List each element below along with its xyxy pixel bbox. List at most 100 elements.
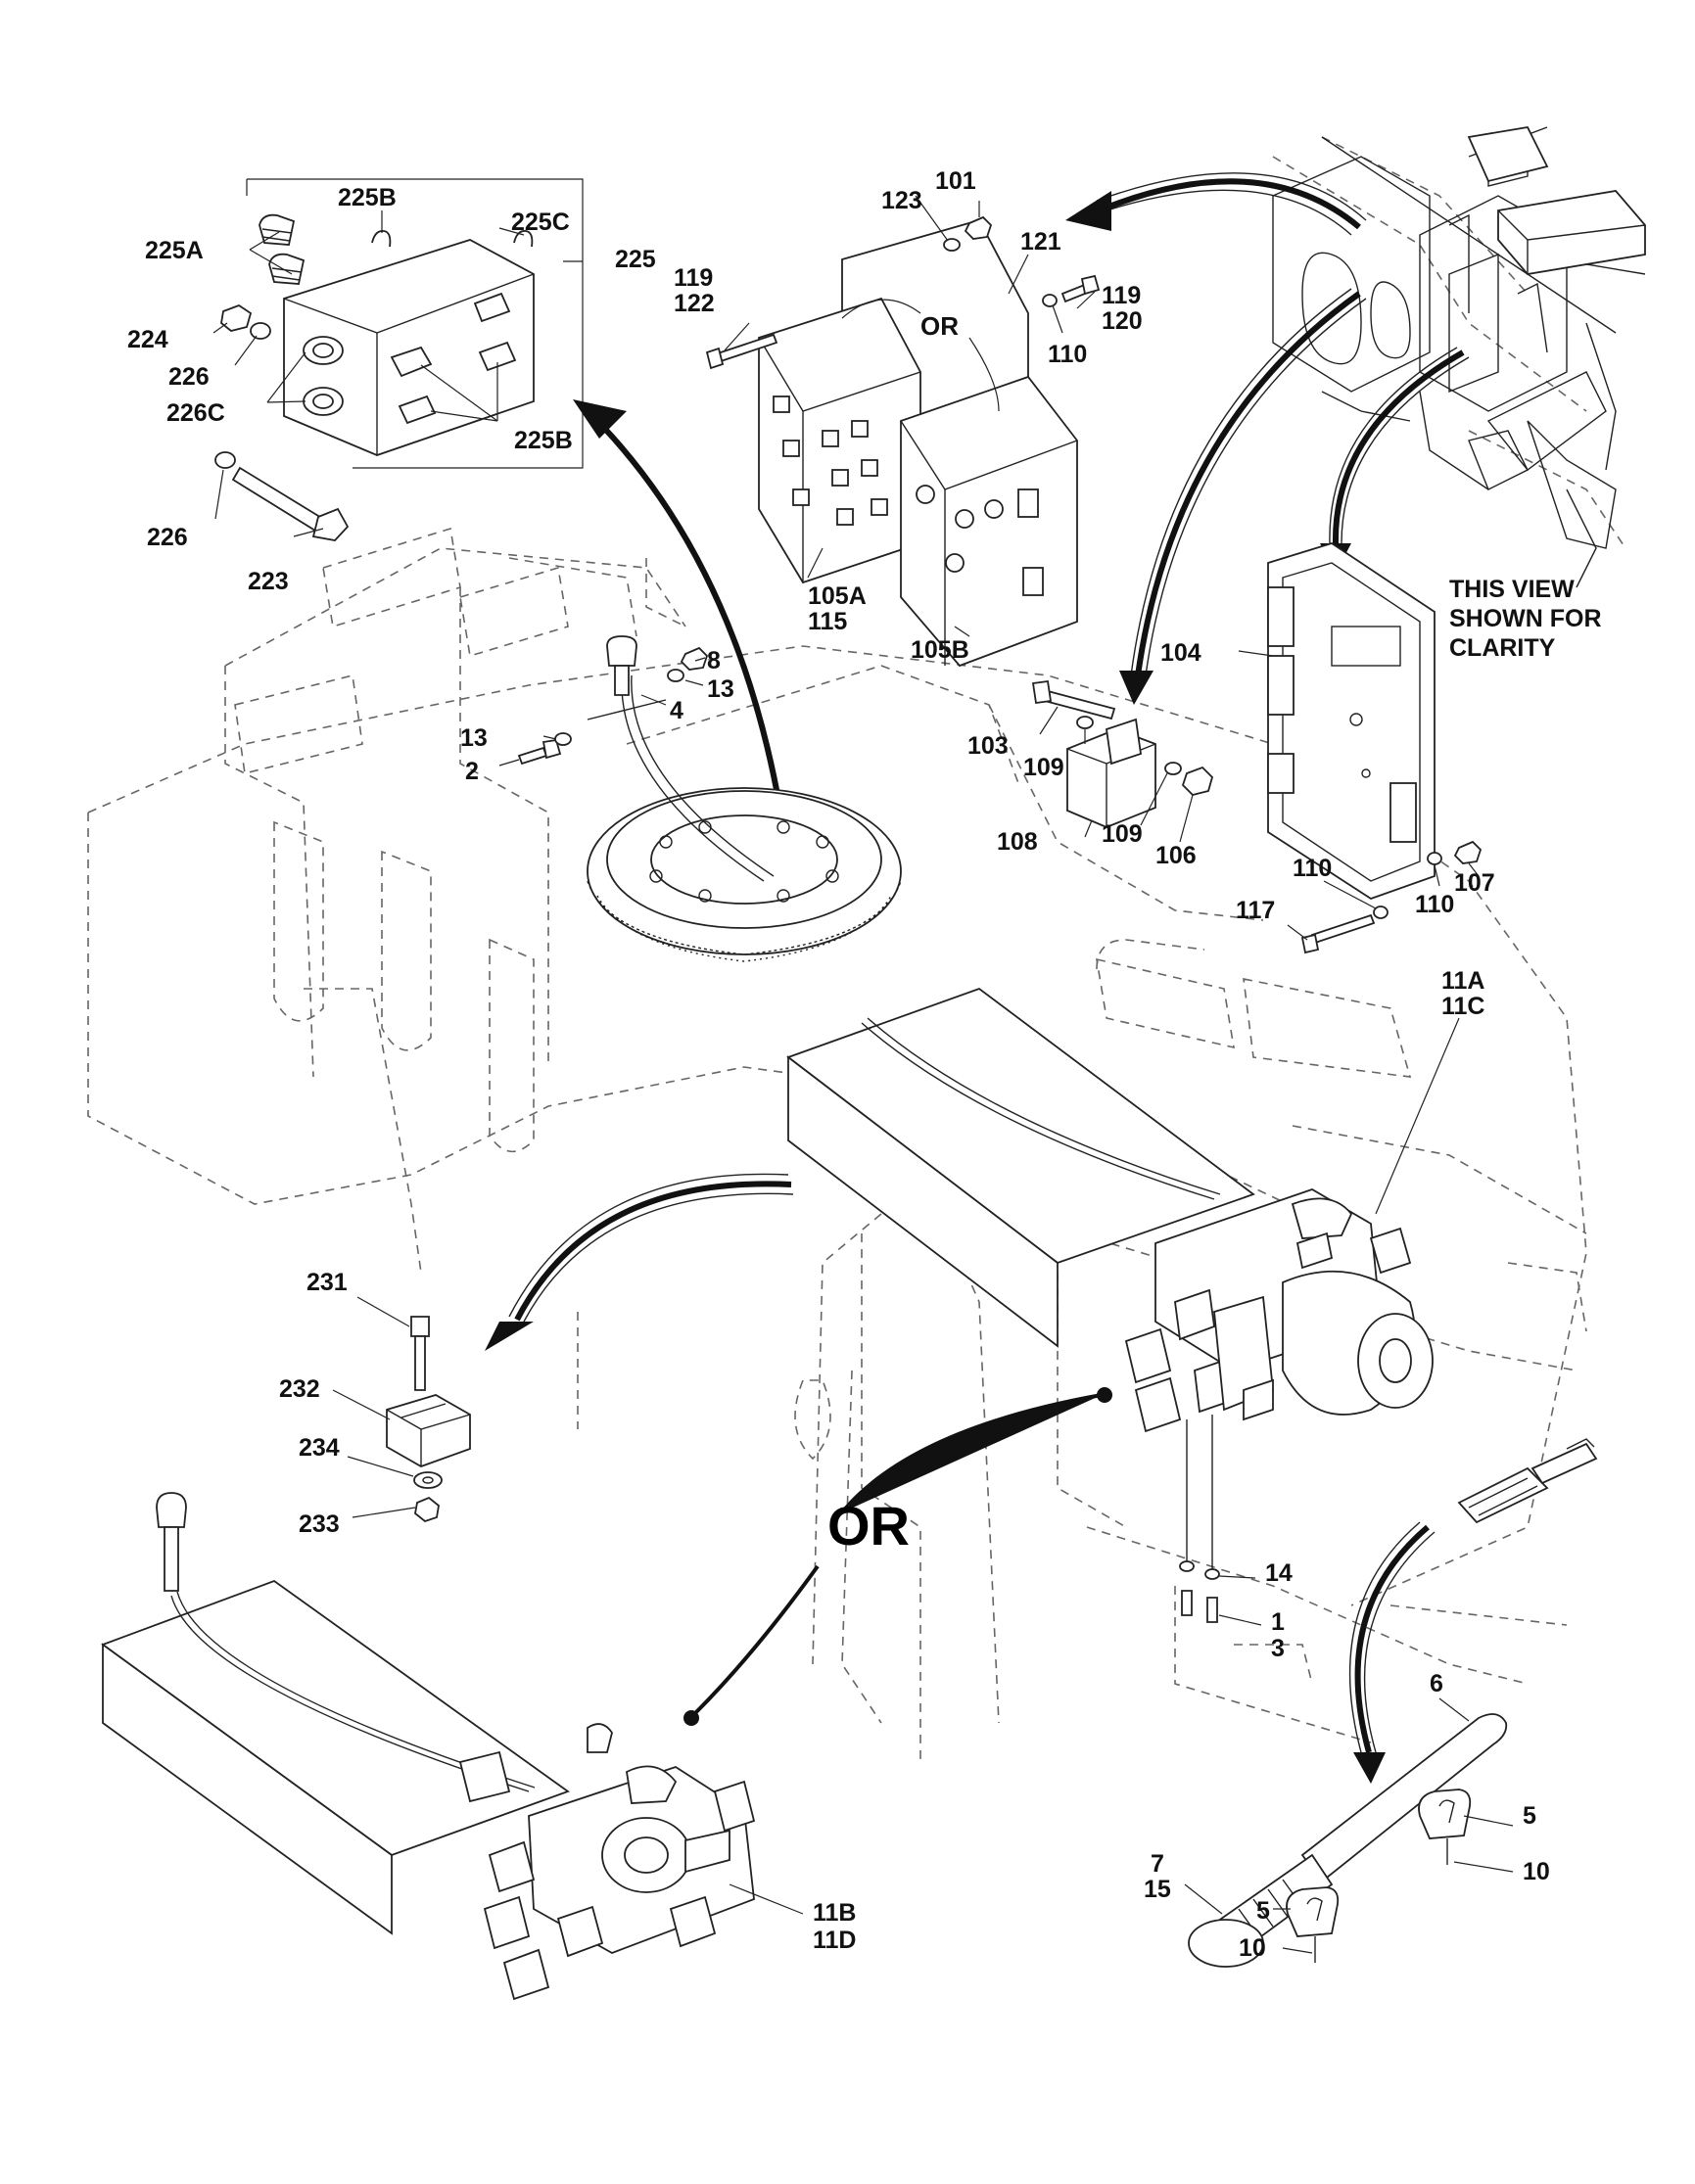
clip-5-upper — [1418, 1789, 1472, 1865]
leaders-225 — [212, 210, 583, 537]
leaders-11B — [729, 1883, 804, 1915]
callout-232: 232 — [279, 1375, 320, 1403]
callout-11C: 11C — [1441, 993, 1484, 1020]
callout-123: 123 — [881, 187, 922, 214]
callout-225A: 225A — [145, 237, 204, 264]
bolt-223 — [231, 466, 350, 541]
callout-105A: 105A — [808, 582, 867, 610]
callout-10-lower: 10 — [1239, 1934, 1266, 1962]
callout-225C: 225C — [511, 209, 570, 236]
callout-121: 121 — [1020, 228, 1061, 256]
swivel-hose — [621, 674, 775, 882]
vent-fitting-4 — [587, 635, 667, 720]
callout-6: 6 — [1430, 1670, 1443, 1697]
callout-109-left: 109 — [1023, 754, 1064, 781]
leaders-handle — [1184, 1697, 1514, 1954]
callout-115: 115 — [808, 608, 847, 635]
hydraulic-block-225 — [283, 230, 535, 456]
callout-101: 101 — [935, 167, 976, 195]
washer-110-upper — [1427, 852, 1442, 865]
washer-123 — [943, 238, 961, 252]
leaders-power-unit — [1218, 1017, 1460, 1626]
nut-101 — [964, 215, 993, 240]
callout-11D: 11D — [813, 1927, 856, 1954]
nut-233 — [414, 1496, 440, 1523]
or-label-power-units: OR — [827, 1495, 910, 1557]
leaders-relay — [1039, 706, 1194, 843]
callout-11B: 11B — [813, 1899, 856, 1927]
view-note-line-1: THIS VIEW — [1449, 576, 1575, 603]
nut-8 — [680, 646, 709, 671]
callout-10-upper: 10 — [1523, 1858, 1550, 1885]
clip-5-lower — [1286, 1886, 1340, 1963]
callout-223: 223 — [248, 568, 289, 595]
washer-109-right — [1164, 762, 1182, 775]
washer-13-lower — [554, 732, 572, 746]
slew-ring-gear — [587, 787, 902, 962]
callout-226-lower: 226 — [147, 524, 188, 551]
arrow-console-to-modules — [1065, 172, 1367, 236]
bolt-231 — [410, 1316, 430, 1391]
view-note-line-2: SHOWN FOR — [1449, 605, 1602, 632]
arrow-frame-to-mount — [485, 1173, 794, 1351]
callout-1: 1 — [1271, 1608, 1285, 1636]
cable-housing-6 — [1300, 1713, 1508, 1883]
leaders-ecu — [1238, 650, 1480, 941]
isolator-mount-232 — [386, 1394, 471, 1467]
callout-225B-bottom: 225B — [514, 427, 573, 454]
bolt-119-122 — [705, 333, 778, 370]
callout-104: 104 — [1160, 639, 1201, 667]
leaders-mount — [332, 1296, 416, 1518]
callout-8: 8 — [707, 647, 721, 674]
callout-13-lower: 13 — [460, 724, 488, 752]
or-label-modules: OR — [920, 311, 959, 341]
callout-117: 117 — [1236, 897, 1275, 924]
leaders-swivel — [498, 657, 706, 767]
callout-109-right: 109 — [1102, 820, 1143, 848]
nut-107 — [1453, 840, 1483, 864]
or-connector — [683, 1387, 1112, 1726]
washer-13-upper — [667, 669, 684, 682]
bolt-2 — [517, 738, 562, 766]
control-module-105B — [900, 375, 1078, 668]
power-unit-11B-11D — [458, 1723, 756, 2001]
callout-231: 231 — [306, 1269, 348, 1296]
arrow-console-to-relay — [1119, 288, 1367, 705]
callout-107: 107 — [1454, 869, 1495, 897]
bolts-1-3-washer-14 — [1179, 1415, 1220, 1623]
cable-assembly-lower — [1457, 1438, 1598, 1524]
callout-110-top: 110 — [1048, 341, 1087, 368]
callout-225B-top: 225B — [338, 184, 397, 211]
washer-234 — [413, 1471, 443, 1489]
callout-119-left: 119 — [674, 264, 713, 292]
callout-234: 234 — [299, 1434, 340, 1462]
callout-226C: 226C — [166, 399, 225, 427]
callout-2: 2 — [465, 758, 479, 785]
callout-120: 120 — [1102, 307, 1143, 335]
callout-110-bottom: 110 — [1415, 891, 1454, 918]
washer-110-lower — [1373, 906, 1389, 919]
bolt-117 — [1300, 913, 1376, 954]
nut-224 — [220, 303, 253, 332]
callout-5-upper: 5 — [1523, 1802, 1536, 1830]
callout-110-right: 110 — [1293, 855, 1332, 882]
callout-119-right: 119 — [1102, 282, 1141, 309]
callout-labels: 225B 225A 225C 225 224 226 226C 225B 226… — [127, 167, 1550, 1962]
plug-225A — [259, 213, 306, 285]
washer-226-upper — [250, 322, 271, 340]
bolt-119-120 — [1042, 274, 1101, 307]
arrow-cable-to-handle — [1348, 1521, 1436, 1784]
relay-108 — [1066, 718, 1156, 828]
nut-106 — [1181, 766, 1214, 796]
callout-3: 3 — [1271, 1635, 1285, 1662]
callout-233: 233 — [299, 1510, 340, 1538]
ecu-104 — [1267, 542, 1436, 900]
callout-108: 108 — [997, 828, 1038, 856]
callout-11A: 11A — [1441, 967, 1484, 995]
callout-106: 106 — [1155, 842, 1197, 869]
hydraulic-tank-left — [101, 1492, 570, 1935]
callout-224: 224 — [127, 326, 168, 353]
arrow-console-to-ecu — [1320, 347, 1470, 573]
console-handle-box — [1467, 126, 1646, 275]
